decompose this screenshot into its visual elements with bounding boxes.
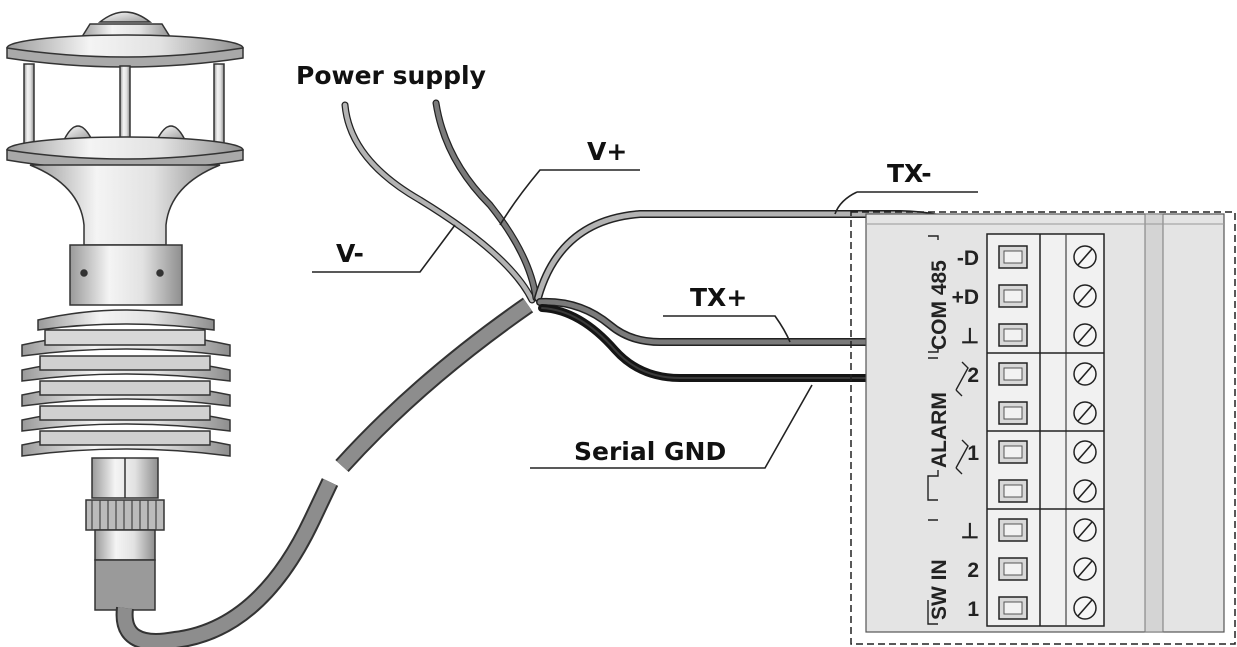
wire-v-plus [432, 99, 540, 302]
terminal-screw-slot [1077, 521, 1093, 539]
terminal-pin-labels: -D +D ⊥ 2 1 ⊥ 2 1 [952, 247, 980, 621]
terminal-slot-inner [1003, 367, 1023, 381]
terminal-pin-label: +D [952, 286, 979, 309]
sensor-top-dome [97, 11, 153, 23]
label-com485: COM 485 [928, 260, 951, 350]
label-v-minus: V- [336, 239, 364, 268]
terminal-screw-slot [1077, 482, 1093, 500]
terminal-screw-slot [1077, 248, 1093, 266]
terminal-slot-inner [1003, 328, 1023, 342]
label-sw-in: SW IN [928, 559, 951, 620]
sensor-cable [115, 297, 534, 647]
terminal-pin-label: ⊥ [961, 325, 979, 348]
terminal-board [850, 211, 1236, 645]
terminal-pin-label: 1 [967, 598, 979, 621]
terminal-pin-label: 1 [967, 442, 979, 465]
sensor-body [69, 244, 183, 306]
label-tx-plus: TX+ [690, 283, 747, 312]
terminal-screw-slot [1077, 560, 1093, 578]
label-v-plus: V+ [587, 137, 627, 166]
wire-labels: Power supply V+ V- TX- TX+ Serial GND [296, 61, 932, 466]
terminal-group-labels: COM 485 ALARM SW IN [927, 235, 969, 625]
terminal-pin-label: 2 [967, 559, 979, 582]
terminal-slot-inner [1003, 484, 1023, 498]
weather-sensor [6, 11, 244, 611]
terminal-screw-slot [1077, 599, 1093, 617]
wire-v-minus [341, 101, 536, 304]
terminal-pin-label: 2 [967, 364, 979, 387]
terminal-screw-slot [1077, 326, 1093, 344]
label-power-supply: Power supply [296, 61, 486, 90]
label-tx-minus: TX- [887, 159, 932, 188]
terminal-screw-slot [1077, 365, 1093, 383]
terminal-slot-inner [1003, 562, 1023, 576]
terminal-slot-inner [1003, 523, 1023, 537]
terminal-pin-label: -D [957, 247, 979, 270]
label-alarm: ALARM [928, 392, 951, 468]
terminal-slot-inner [1003, 406, 1023, 420]
terminal-screw-slot [1077, 287, 1093, 305]
terminal-slot-inner [1003, 601, 1023, 615]
terminal-slot-inner [1003, 250, 1023, 264]
terminal-slot-inner [1003, 289, 1023, 303]
terminal-screw-slot [1077, 404, 1093, 422]
leader-lines [312, 169, 978, 469]
sensor-radiation-shield [21, 309, 231, 457]
label-serial-gnd: Serial GND [574, 437, 726, 466]
terminal-screw-slot [1077, 443, 1093, 461]
terminal-slot-inner [1003, 445, 1023, 459]
terminal-pin-label: ⊥ [961, 520, 979, 543]
